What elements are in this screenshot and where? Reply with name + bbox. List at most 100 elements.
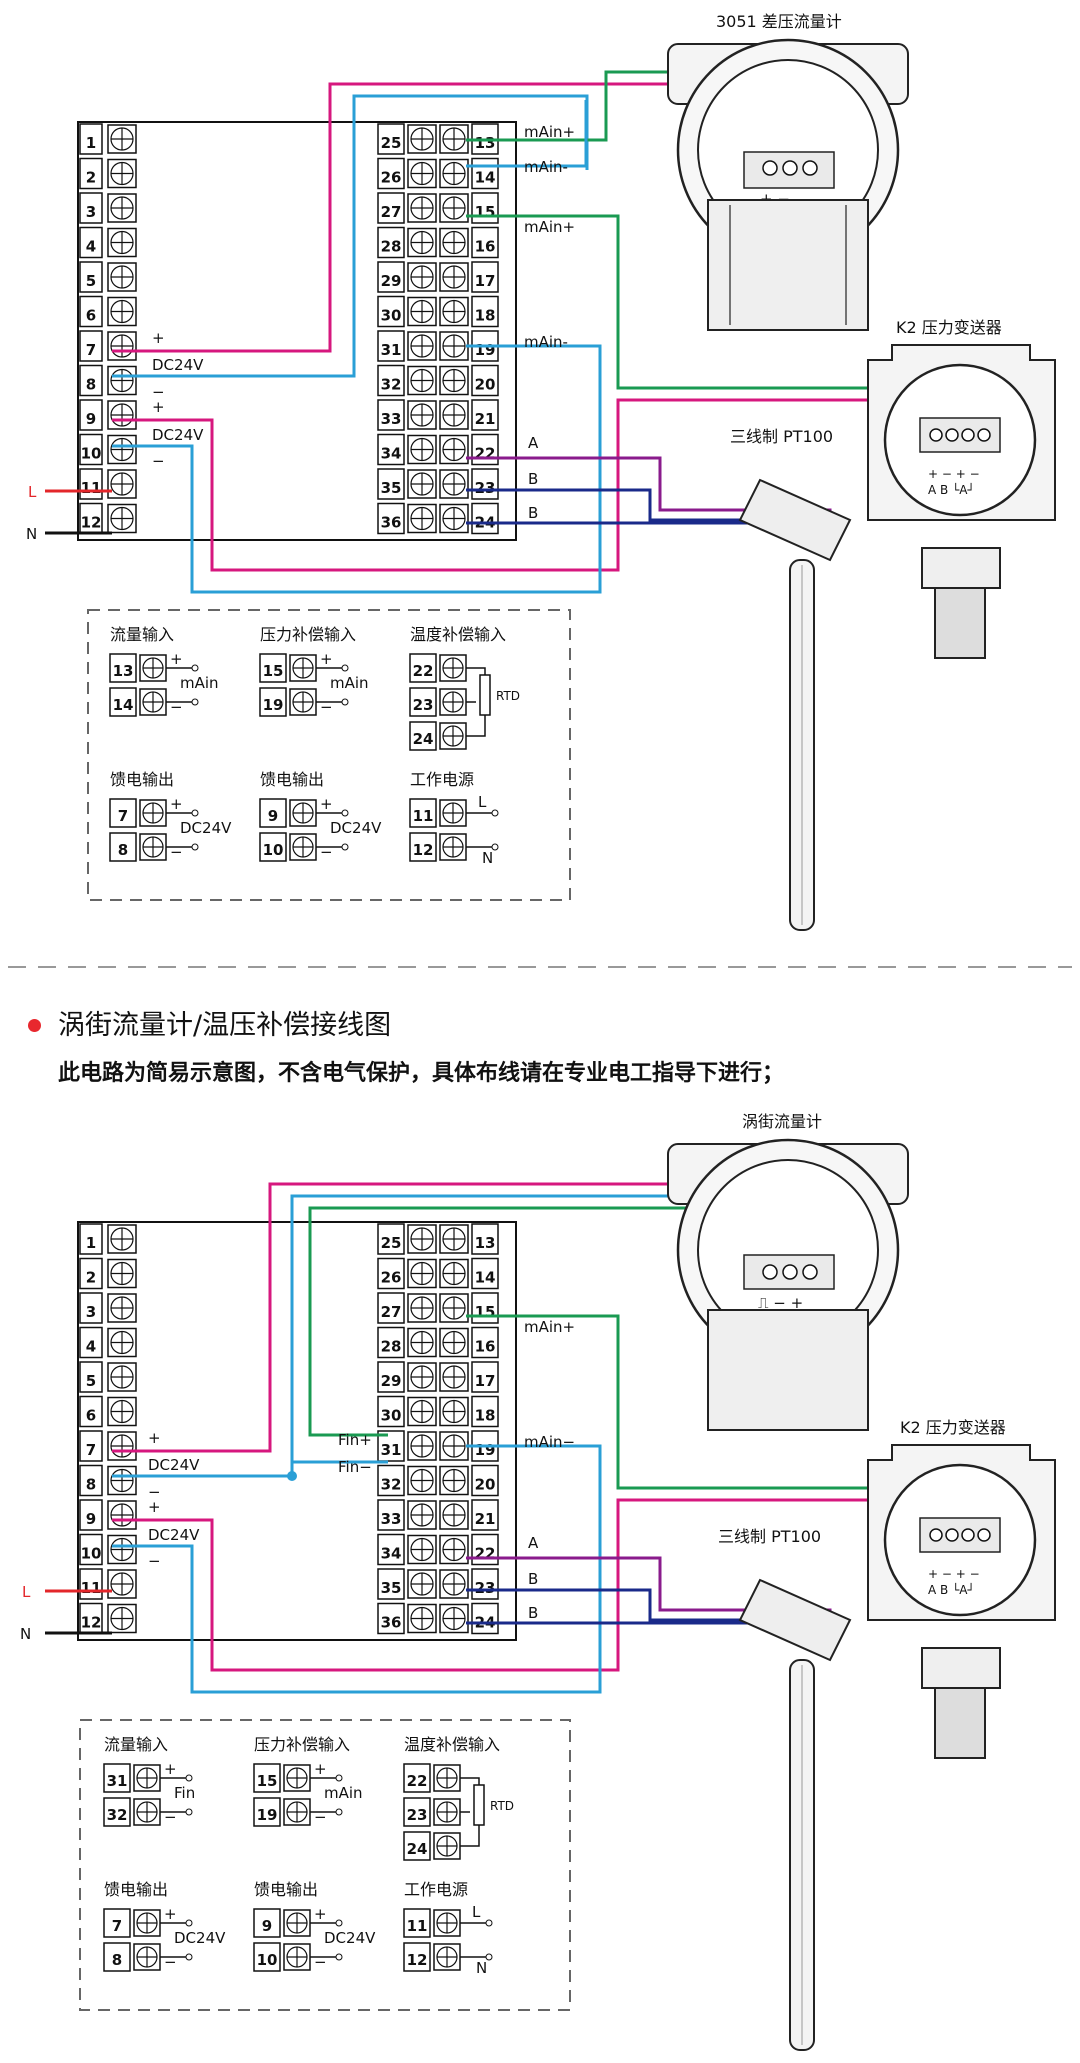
k2-signs-2: + − + −: [928, 1567, 980, 1581]
terminal-number: 21: [475, 1510, 496, 1528]
legend-1: 流量输入1314+−mAin压力补偿输入1519+−mAin温度补偿输入2223…: [109, 625, 520, 867]
legend-box-1: [87, 609, 571, 901]
legend-box-2: [79, 1719, 571, 2011]
legend-unit: DC24V: [330, 819, 382, 837]
terminal-number: 26: [381, 1269, 402, 1287]
terminal-number: 12: [81, 514, 102, 532]
k2-pressure-transmitter: K2 压力变送器 + − + − A B └A┘: [867, 318, 1056, 659]
label-minus-10-2: −: [148, 1552, 161, 1570]
terminal-number: 13: [475, 1234, 496, 1252]
label-dc24-7: DC24V: [152, 356, 204, 374]
terminal-number: 20: [475, 376, 496, 394]
terminal-number: 28: [381, 1338, 402, 1356]
legend-plus: +: [164, 1905, 177, 1923]
terminal-number: 23: [475, 1579, 496, 1597]
legend-term: 19: [263, 696, 284, 714]
label-L-2: L: [22, 1583, 31, 1601]
terminal-number: 32: [381, 1476, 402, 1494]
terminal-number: 6: [86, 307, 96, 325]
section-title: 涡街流量计/温压补偿接线图: [58, 1010, 392, 1041]
legend-plus: +: [320, 795, 333, 813]
terminal-number: 31: [381, 1441, 402, 1459]
legend-term: 8: [118, 841, 128, 859]
terminal-number: 14: [475, 1269, 496, 1287]
legend-term: 7: [112, 1917, 122, 1935]
legend-N: N: [476, 1959, 487, 1977]
legend-L: L: [478, 793, 487, 811]
legend-term: 13: [113, 662, 134, 680]
legend-term: 24: [413, 730, 434, 748]
terminal-number: 2: [86, 169, 96, 187]
terminal-number: 32: [381, 376, 402, 394]
legend-plus: +: [314, 1760, 327, 1778]
legend-power: 工作电源: [410, 770, 474, 789]
section-bullet: [28, 1019, 41, 1032]
terminal-number: 33: [381, 1510, 402, 1528]
legend-unit: mAin: [324, 1784, 363, 1802]
terminal-number: 25: [381, 134, 402, 152]
terminal-number: 11: [81, 1579, 102, 1597]
terminal-number: 7: [86, 341, 96, 359]
controller-body: [77, 121, 517, 541]
section-note: 此电路为简易示意图，不含电气保护，具体布线请在专业电工指导下进行；: [58, 1061, 785, 1086]
terminal-number: 17: [475, 272, 496, 290]
legend-term: 31: [107, 1772, 128, 1790]
legend-term: 9: [262, 1917, 272, 1935]
label-B2-2: B: [528, 1604, 538, 1622]
pt100-title-2: 三线制 PT100: [718, 1527, 821, 1546]
pt100-sensor: 三线制 PT100: [730, 427, 852, 931]
terminal-number: 13: [475, 134, 496, 152]
label-N-2: N: [20, 1625, 31, 1643]
terminal-number: 8: [86, 1476, 96, 1494]
legend-term: 23: [413, 696, 434, 714]
terminal-number: 26: [381, 169, 402, 187]
terminal-number: 16: [475, 238, 496, 256]
terminal-number: 4: [86, 1338, 96, 1356]
terminal-number: 27: [381, 203, 402, 221]
label-minus-10: −: [152, 452, 165, 470]
terminal-number: 7: [86, 1441, 96, 1459]
label-plus-7-2: +: [148, 1429, 161, 1447]
terminal-number: 1: [86, 134, 96, 152]
legend-feed2: 馈电输出: [260, 770, 324, 789]
terminal-number: 17: [475, 1372, 496, 1390]
vortex-title: 涡街流量计: [742, 1112, 822, 1131]
label-plus-7: +: [152, 329, 165, 347]
label-dc24-7-2: DC24V: [148, 1456, 200, 1474]
pt100-title: 三线制 PT100: [730, 427, 833, 446]
legend-L: L: [472, 1903, 481, 1921]
terminal-number: 28: [381, 238, 402, 256]
terminal-number: 15: [475, 203, 496, 221]
label-mAin-minus-1: mAin-: [524, 158, 568, 176]
legend-minus: −: [170, 843, 183, 861]
terminal-number: 3: [86, 1303, 96, 1321]
k2-pressure-transmitter-2: K2 压力变送器 + − + − A B └A┘: [867, 1418, 1056, 1759]
terminal-number: 18: [475, 1407, 496, 1425]
terminal-number: 4: [86, 238, 96, 256]
terminal-number: 5: [86, 272, 96, 290]
terminal-number: 36: [381, 514, 402, 532]
controller-body-2: [77, 1221, 517, 1641]
legend-term: 22: [413, 662, 434, 680]
label-B1: B: [528, 470, 538, 488]
terminal-number: 25: [381, 1234, 402, 1252]
label-A: A: [528, 434, 539, 452]
legend-unit: DC24V: [174, 1929, 226, 1947]
legend-plus: +: [170, 650, 183, 668]
legend-term: 12: [407, 1951, 428, 1969]
terminal-number: 8: [86, 376, 96, 394]
label-A-2: A: [528, 1534, 539, 1552]
terminal-number: 21: [475, 410, 496, 428]
label-mAin-minus-2: mAin-: [524, 333, 568, 351]
terminal-number: 35: [381, 479, 402, 497]
wire-blue-mAin-minus: [466, 100, 588, 168]
legend-term: 19: [257, 1806, 278, 1824]
legend-press-in: 压力补偿输入: [260, 625, 356, 644]
legend-plus: +: [314, 1905, 327, 1923]
terminal-number: 9: [86, 1510, 96, 1528]
